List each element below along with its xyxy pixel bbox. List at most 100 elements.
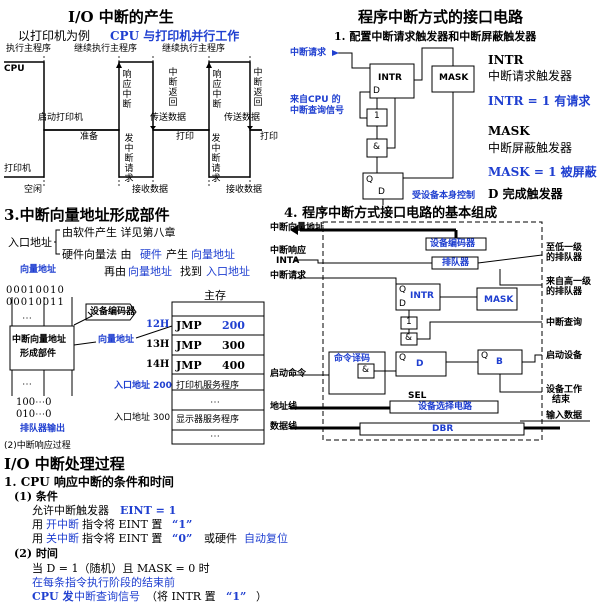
time3-prefix: CPU 发 xyxy=(32,590,74,603)
mask-desc: 中断屏蔽触发器 xyxy=(488,141,573,155)
device-encoder-callout xyxy=(85,303,137,321)
data-bus-label: 数据线 xyxy=(270,422,298,432)
cond1-blue: EINT = 1 xyxy=(120,504,177,517)
vector-address-2: 向量地址 xyxy=(98,335,135,345)
start-device-label: 启动设备 xyxy=(546,351,583,361)
intr-q-2: Q xyxy=(399,285,407,295)
time3-suffix: （将 INTR 置 xyxy=(146,590,216,603)
label-continue-1: 继续执行主程序 xyxy=(74,44,138,54)
and-gate-3-label: & xyxy=(362,365,370,375)
mem-target-14h: 400 xyxy=(222,359,245,372)
mask-title: MASK xyxy=(488,124,530,138)
d-flipflop-d: D xyxy=(378,187,385,197)
int-request-label-2: 中断请求 xyxy=(270,271,307,281)
device-encoder-label: 设备编码器 xyxy=(90,307,136,317)
basic-circuit-title: 4. 程序中断方式接口电路的基本组成 xyxy=(284,206,498,221)
vector-unit-box xyxy=(9,325,75,371)
b-box-q: Q xyxy=(481,351,489,361)
time3-blue: 中断查询信号 xyxy=(74,590,140,603)
bits-dots-bottom: ⋯ xyxy=(22,379,32,390)
cond1-prefix: 允许中断触发器 xyxy=(32,504,109,517)
int-request-label: 中断请求 xyxy=(290,48,327,58)
and-gate-label: & xyxy=(373,142,381,152)
cond3-or: 或硬件 xyxy=(204,532,237,545)
then-prefix: 再由 xyxy=(104,265,126,278)
from-higher-1: 来自高一级 xyxy=(546,277,592,287)
mem-op-14h: JMP xyxy=(176,359,202,372)
bits-row-2: 00010011 xyxy=(6,297,65,308)
section2-item-1: 1. CPU 响应中断的条件和时间 xyxy=(4,475,174,489)
cond2-blue: 开中断 xyxy=(46,518,79,531)
transfer-1: 传送数据 xyxy=(150,113,187,123)
transfer-2: 传送数据 xyxy=(224,113,261,123)
cond2-suffix: 指令将 EINT 置 xyxy=(82,518,163,531)
io-subtitle-prefix: 以打印机为例 xyxy=(18,29,91,43)
unit-label-1: 中断向量地址 xyxy=(12,335,67,345)
v-request-2: 发中断请求 xyxy=(211,134,221,184)
v-respond-2: 响应中断 xyxy=(212,70,222,110)
cond3-blue: 关中断 xyxy=(46,532,79,545)
bits-row-3: 100⋯0 xyxy=(16,397,52,408)
cpu-label: CPU xyxy=(4,64,25,74)
start-printer: 启动打印机 xyxy=(38,113,84,123)
then-mid: 找到 xyxy=(180,265,202,278)
v-respond-1: 响应中断 xyxy=(122,70,132,110)
not-gate-label: 1 xyxy=(374,111,380,121)
printer-service: 打印机服务程序 xyxy=(176,381,240,391)
intr-eq: INTR = 1 有请求 xyxy=(488,94,591,108)
mem-target-13h: 300 xyxy=(222,339,245,352)
time3-val: “1” xyxy=(226,590,247,603)
vector-title: 3.中断向量地址形成部件 xyxy=(4,206,170,224)
dev-done-1: 设备工作 xyxy=(546,385,583,395)
idle: 空闲 xyxy=(24,185,43,195)
mem-dots: ⋯ xyxy=(210,397,220,408)
then-blue-1: 向量地址 xyxy=(128,265,172,278)
device-encoder-box-label: 设备编码器 xyxy=(430,239,476,249)
time3-end: ） xyxy=(256,590,267,603)
small-heading: (2)中断响应过程 xyxy=(4,441,71,451)
v-request-1: 发中断请求 xyxy=(124,134,134,184)
intr-flipflop xyxy=(369,63,415,99)
intr-label-2: INTR xyxy=(410,291,434,301)
label-continue-2: 继续执行主程序 xyxy=(162,44,226,54)
hw-blue-2: 向量地址 xyxy=(191,248,235,261)
mem-addr-14h: 14H xyxy=(146,359,170,370)
entry-300-label: 入口地址 300 xyxy=(114,413,171,423)
queue-box-label: 排队器 xyxy=(442,258,470,268)
section2-heading: I/O 中断处理过程 xyxy=(4,455,125,473)
entry-200-label: 入口地址 200 xyxy=(114,381,172,391)
receive-2: 接收数据 xyxy=(226,185,263,195)
cond3-blue-2: 自动复位 xyxy=(244,532,288,545)
by-software: 由软件产生 详见第八章 xyxy=(62,226,176,239)
cond3-prefix: 用 xyxy=(32,532,43,545)
io-subtitle-blue: CPU 与打印机并行工作 xyxy=(110,29,240,43)
mask-label-2: MASK xyxy=(484,295,514,305)
mem-addr-13h: 13H xyxy=(146,339,170,350)
and-gate-2-label: & xyxy=(405,333,413,343)
mask-eq: MASK = 1 被屏蔽 xyxy=(488,165,597,179)
queue-output-label: 排队器输出 xyxy=(20,424,66,434)
not-gate-2-label: 1 xyxy=(406,317,412,327)
from-cpu-label: 来自CPU 的 xyxy=(290,95,341,105)
mem-op-12h: JMP xyxy=(176,319,202,332)
io-title: I/O 中断的产生 xyxy=(68,8,174,26)
start-cmd-label: 启动命令 xyxy=(270,369,307,379)
printer-label: 打印机 xyxy=(4,164,32,174)
int-vector-addr-label: 中断向量地址 xyxy=(270,223,325,233)
cond-label: (1) 条件 xyxy=(14,490,58,503)
time-2: 在每条指令执行阶段的结束前 xyxy=(32,576,175,589)
hw-prefix: 硬件向量法 由 xyxy=(62,248,132,261)
mask-box-label: MASK xyxy=(439,73,469,83)
v-return-1: 中断返回 xyxy=(168,68,178,108)
print-2: 打印 xyxy=(260,132,279,142)
query-signal-label: 中断查询信号 xyxy=(290,106,345,116)
inta-label-2: INTA xyxy=(276,256,300,266)
v-return-2: 中断返回 xyxy=(253,68,263,108)
int-query-label: 中断查询 xyxy=(546,318,583,328)
then-blue-2: 入口地址 xyxy=(206,265,250,278)
sel-label: SEL xyxy=(408,391,427,401)
label-exec-main: 执行主程序 xyxy=(6,44,52,54)
intr-d-2: D xyxy=(399,299,406,309)
